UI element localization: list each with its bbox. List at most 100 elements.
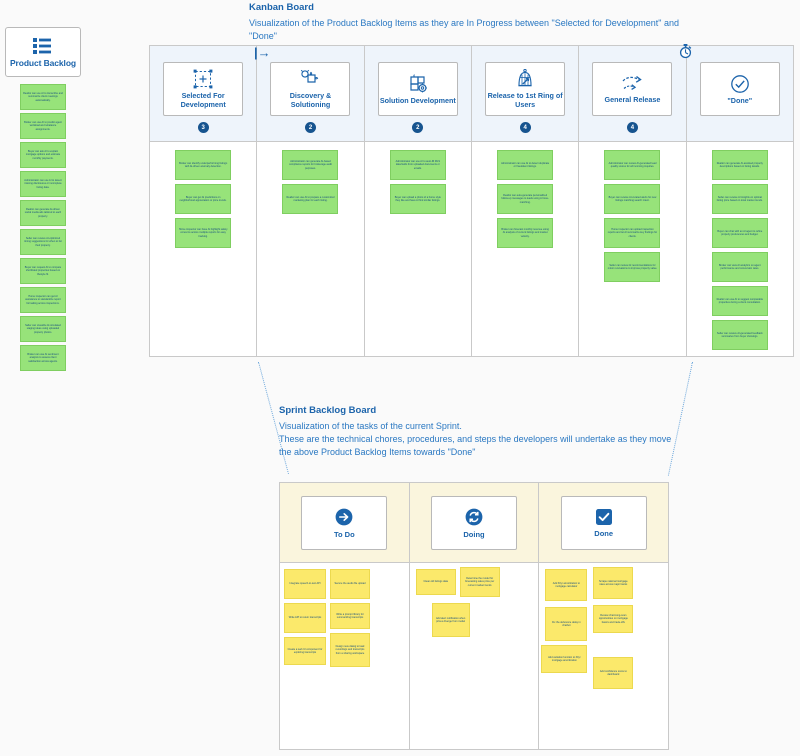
kanban-board-heading: Kanban Board Visualization of the Produc… — [249, 2, 679, 43]
kanban-board-title: Kanban Board — [249, 2, 314, 13]
sprint-note[interactable]: Add alert notification when prices diver… — [431, 603, 470, 637]
kanban-note[interactable]: Home inspector can have AI highlight saf… — [175, 218, 232, 248]
sprint-note[interactable]: Write API to return transcripts — [284, 603, 326, 633]
product-backlog-title: Product Backlog — [9, 57, 77, 68]
sprint-column-label: Doing — [463, 529, 485, 539]
backlog-note[interactable]: Broker can use AI to predict agent workl… — [20, 113, 66, 139]
kanban-note[interactable]: Administrator can review AI-generated le… — [604, 150, 661, 180]
kanban-column-body: Administrator can use AI to detect dupli… — [472, 142, 578, 356]
kanban-column-header: Selected For Development 3 — [150, 46, 257, 142]
kanban-column-label: Selected For Development — [180, 91, 226, 109]
backlog-note[interactable]: Home inspector can get AI assistance to … — [20, 287, 66, 313]
kanban-note[interactable]: Buyer can chat with an AI agent to refin… — [711, 218, 768, 248]
sprint-note[interactable]: Add variation function to 30yr mortgage … — [541, 645, 588, 673]
sprint-note[interactable]: Determine the model for forecasting sale… — [459, 567, 500, 597]
sprint-note[interactable]: Secure the audio file upload — [330, 569, 370, 599]
sprint-backlog-heading: Sprint Backlog Board Visualization of th… — [279, 405, 679, 458]
backlog-note[interactable]: Broker can use AI sentiment analysis to … — [20, 345, 66, 371]
checkbox-checked-icon — [595, 508, 613, 526]
product-backlog-notes: Realtor can use AI to transcribe and sum… — [20, 84, 66, 374]
backlog-note[interactable]: Realtor can use AI to transcribe and sum… — [20, 84, 66, 110]
kanban-column-header: Discovery & Solutioning 2 — [257, 46, 364, 142]
kanban-note[interactable]: Administrator can use AI to detect dupli… — [497, 150, 554, 180]
product-backlog-card[interactable]: Product Backlog — [5, 27, 81, 77]
kanban-column-body: Realtor can generate AI-assisted propert… — [687, 142, 793, 356]
stopwatch-icon — [679, 44, 692, 59]
sprint-note[interactable]: Write a prompt library for summarizing t… — [330, 603, 370, 629]
kanban-note[interactable]: Realtor can use AI to prepare a customiz… — [282, 184, 339, 214]
kanban-note[interactable]: Home inspector can upload inspection rep… — [604, 218, 661, 248]
kanban-note[interactable]: Realtor can use AI to suggest comparable… — [711, 286, 768, 316]
sprint-column-card[interactable]: Doing — [431, 495, 517, 550]
list-bullet-icon — [32, 37, 54, 55]
birdcage-release-icon — [515, 68, 535, 89]
kanban-column-card[interactable]: "Done" — [699, 62, 780, 116]
sprint-note[interactable]: Add 30yr amortization to mortgage calcul… — [545, 569, 588, 601]
kanban-note[interactable]: Seller can receive AI insights on optima… — [711, 184, 768, 214]
kanban-column-card[interactable]: Release to 1st Ring of Users — [485, 62, 566, 116]
kanban-note[interactable]: Buyer can receive AI-curated alerts for … — [604, 184, 661, 214]
sprint-note[interactable]: Create a web UI component for exploring … — [284, 637, 326, 665]
kanban-column-header: Solution Development 2 — [364, 46, 471, 142]
sprint-note[interactable]: Design new dialog to load recordings and… — [330, 633, 370, 667]
sprint-column-body: Add 30yr amortization to mortgage calcul… — [539, 563, 668, 749]
kanban-note[interactable]: Realtor can generate AI-assisted propert… — [711, 150, 768, 180]
kanban-column-count-badge: 2 — [412, 122, 424, 133]
backlog-note[interactable]: Administrator can use AI to detect missi… — [20, 171, 66, 197]
kanban-column-count-badge: 2 — [304, 122, 316, 133]
kanban-note[interactable]: Administrator can generate AI-based comp… — [282, 150, 339, 180]
kanban-column-card[interactable]: Selected For Development — [163, 62, 244, 116]
sprint-note[interactable]: Scrape national mortgage rates across ma… — [593, 567, 634, 599]
sprint-column-card[interactable]: To Do — [301, 495, 388, 550]
kanban-column-body: Administrator can generate AI-based comp… — [257, 142, 363, 356]
kanban-note[interactable]: Broker can forecast monthly revenue usin… — [497, 218, 554, 248]
backlog-note[interactable]: Realtor can generate AI-driven social me… — [20, 200, 66, 226]
sprint-column-header: Done — [539, 483, 669, 563]
arrow-right-bar-icon: |→ — [254, 45, 271, 60]
kanban-column-count-badge: 3 — [197, 122, 209, 133]
refresh-circle-icon — [464, 507, 484, 527]
kanban-note[interactable]: Seller can receive AI-generated feedback… — [711, 320, 768, 350]
kanban-note[interactable]: Buyer can upload a photo of a home style… — [389, 184, 446, 214]
kanban-column-6: "Done" Realtor can generate AI-assisted p… — [686, 46, 793, 356]
kanban-note[interactable]: Buyer can get AI predictions on neighbor… — [175, 184, 232, 214]
sprint-note[interactable]: Fix the debounce delay in chatbot — [545, 607, 588, 641]
kanban-board-subtitle: Visualization of the Product Backlog Ite… — [249, 18, 679, 41]
kanban-note[interactable]: Broker can identify underperforming list… — [175, 150, 232, 180]
sprint-note[interactable]: Integrate speech-to-text API — [284, 569, 326, 599]
sprint-note[interactable]: Add confidence score to dashboard — [593, 657, 634, 689]
sprint-column-card[interactable]: Done — [560, 495, 647, 550]
kanban-note[interactable]: Administrator can use AI to auto-fill ML… — [389, 150, 446, 180]
kanban-column-label: Release to 1st Ring of Users — [487, 91, 563, 109]
arrow-right-circle-icon — [334, 507, 354, 527]
kanban-note[interactable]: Broker can view AI analytics on agent pe… — [711, 252, 768, 282]
kanban-note[interactable]: Seller can review AI recommendations for… — [604, 252, 661, 282]
kanban-column-header: "Done" — [686, 46, 793, 142]
kanban-column-card[interactable]: General Release — [592, 62, 673, 116]
backlog-note[interactable]: Buyer can request AI to compare shortlis… — [20, 258, 66, 284]
sprint-backlog-subtitle: Visualization of the tasks of the curren… — [279, 420, 679, 458]
kanban-column-card[interactable]: Solution Development — [377, 62, 458, 116]
sprint-note[interactable]: Review chart-long-scan opportunities on … — [593, 605, 634, 633]
backlog-note[interactable]: Seller can receive AI-optimized timing s… — [20, 229, 66, 255]
selection-frame-plus-icon — [193, 69, 213, 89]
kanban-column-card[interactable]: Discovery & Solutioning — [270, 62, 351, 116]
backlog-note[interactable]: Buyer can ask AI to explain mortgage opt… — [20, 142, 66, 168]
arrows-spread-icon — [621, 75, 643, 93]
kanban-note[interactable]: Realtor can auto-generate personalized f… — [497, 184, 554, 214]
kanban-column-body: Administrator can use AI to auto-fill ML… — [365, 142, 471, 356]
sprint-note[interactable]: Clean old listings data — [415, 569, 456, 595]
kanban-column-label: "Done" — [727, 95, 753, 105]
sprint-backlog-title: Sprint Backlog Board — [279, 405, 377, 416]
backlog-note[interactable]: Seller can visualize AI-simulated stagin… — [20, 316, 66, 342]
